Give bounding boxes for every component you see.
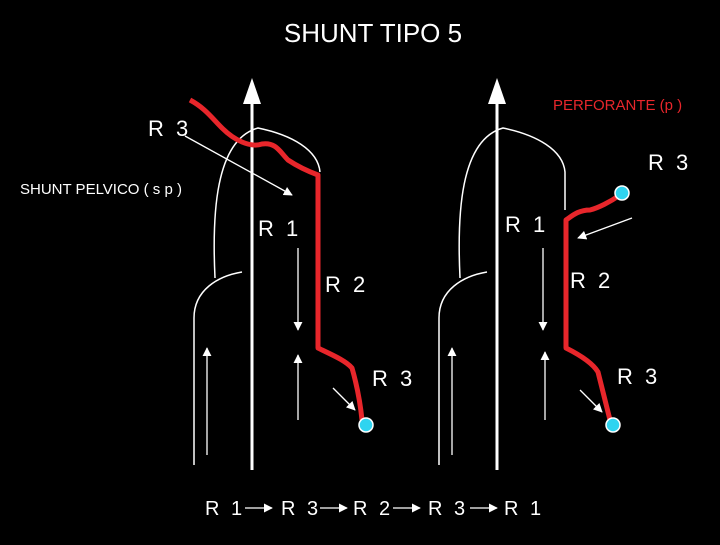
label-r3-mid-left: R 3	[372, 366, 415, 391]
label-r3-top-right: R 3	[648, 150, 691, 175]
page-title: SHUNT TIPO 5	[284, 18, 462, 48]
label-shunt-pelvico: SHUNT PELVICO ( s p )	[20, 181, 182, 198]
right-top-dot-icon	[614, 185, 630, 201]
sequence-step: R 3	[281, 498, 321, 520]
left-upper-branch	[213, 127, 321, 279]
right-lower-branch	[438, 271, 488, 465]
right-venous-diagram	[438, 78, 633, 470]
right-main-arrowhead-icon	[488, 78, 506, 104]
label-r1-left: R 1	[258, 216, 301, 241]
left-reflux-path	[188, 97, 365, 421]
label-perforante: PERFORANTE (p )	[553, 97, 682, 114]
right-terminal-dot-icon	[605, 417, 621, 433]
left-r3-pointer-arrow	[184, 135, 293, 196]
left-lower-branch	[193, 271, 243, 465]
right-upper-branch	[458, 127, 566, 279]
flow-sequence: R 1 R 3 R 2 R 3 R 1	[205, 498, 544, 520]
right-diagonal-arrow	[579, 389, 603, 413]
label-r3-mid-right: R 3	[617, 364, 660, 389]
left-main-arrowhead-icon	[243, 78, 261, 104]
right-perforante-arrow	[577, 217, 633, 240]
sequence-step: R 3	[428, 498, 468, 520]
label-r1-right: R 1	[505, 212, 548, 237]
left-venous-diagram	[184, 78, 374, 470]
left-diagonal-arrow	[332, 387, 356, 411]
sequence-step: R 1	[504, 498, 544, 520]
right-reflux-path	[563, 192, 622, 421]
label-r2-left: R 2	[325, 272, 368, 297]
label-r2-right: R 2	[570, 268, 613, 293]
sequence-step: R 2	[353, 498, 393, 520]
sequence-step: R 1	[205, 498, 245, 520]
left-terminal-dot-icon	[358, 417, 374, 433]
label-r3-top-left: R 3	[148, 116, 191, 141]
